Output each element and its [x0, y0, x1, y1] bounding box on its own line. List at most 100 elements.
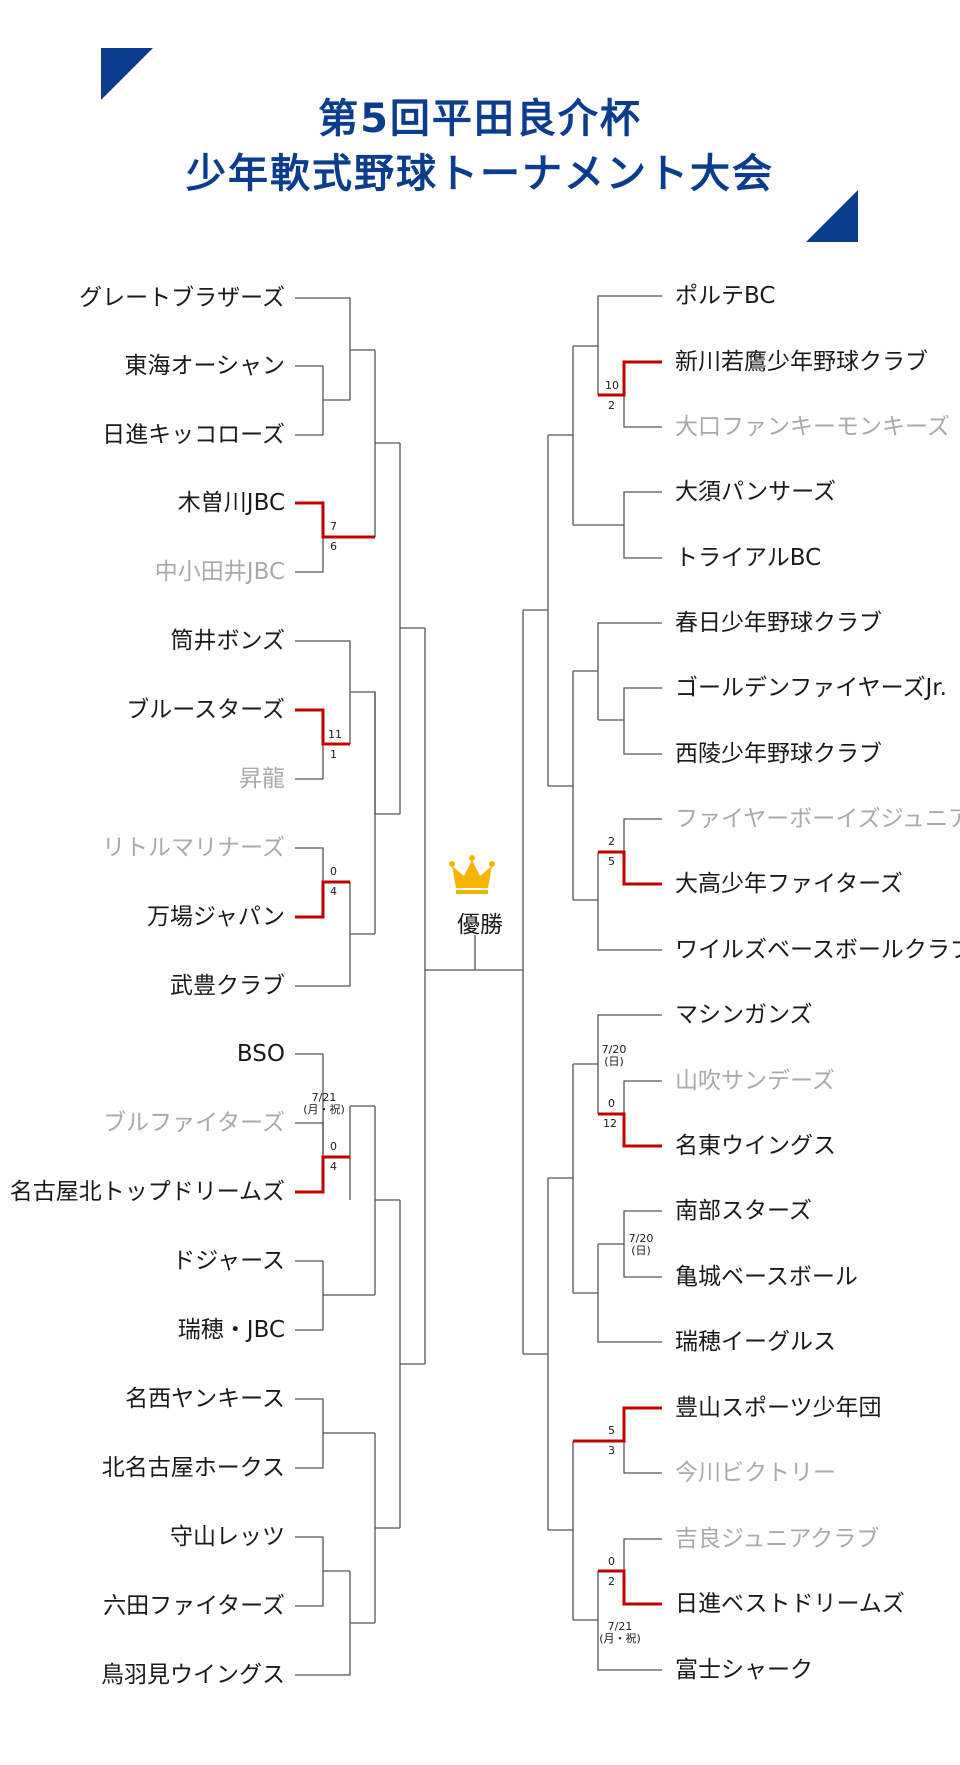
winner-line: [598, 360, 662, 397]
bracket-line: [597, 1244, 662, 1343]
score-label: 2: [608, 1575, 615, 1588]
bracket-line: [623, 395, 662, 428]
bracket-line: [623, 818, 662, 852]
corner-triangle-bottom-right: [806, 190, 858, 242]
team-name: 万場ジャパン: [147, 904, 285, 930]
bracket-line: [597, 622, 662, 720]
team-name: 名西ヤンキース: [125, 1386, 285, 1412]
score-label: 7: [330, 520, 337, 533]
team-name: ゴールデンファイヤーズJr.: [675, 675, 947, 701]
bracket-line: [295, 365, 324, 436]
team-name: 日進ベストドリームズ: [675, 1591, 905, 1617]
team-name: 山吹サンデーズ: [675, 1068, 835, 1094]
team-name: ワイルズベースボールクラブ: [675, 937, 960, 963]
bracket-line: [295, 744, 324, 780]
bracket-line: [597, 852, 662, 951]
team-name: 今川ビクトリー: [675, 1460, 836, 1486]
bracket-line: [295, 882, 351, 987]
match-date: 7/21: [607, 1620, 633, 1633]
match-date-day: (月・祝): [599, 1632, 641, 1645]
team-name: 名東ウイングス: [675, 1133, 836, 1159]
team-name: 新川若鷹少年野球クラブ: [675, 349, 928, 375]
winner-line: [598, 1569, 662, 1606]
score-label: 6: [330, 540, 337, 553]
team-name: 武豊クラブ: [170, 973, 285, 999]
team-name: ポルテBC: [675, 283, 776, 309]
bracket-line: [295, 640, 351, 692]
score-label: 0: [608, 1097, 615, 1110]
team-name: ブルースターズ: [126, 697, 285, 723]
bracket-line: [295, 847, 324, 882]
bracket-line: [597, 1571, 662, 1671]
winner-line: [598, 1112, 662, 1148]
score-label: 5: [608, 1424, 615, 1437]
team-name: 春日少年野球クラブ: [675, 610, 882, 636]
crown-icon: [449, 855, 495, 894]
team-name: 西陵少年野球クラブ: [675, 741, 882, 767]
corner-triangle-top-left: [101, 48, 153, 100]
bracket-line: [295, 1571, 351, 1676]
bracket-line: [597, 295, 662, 362]
bracket-line: [623, 1080, 662, 1114]
page-title-line1: 第5回平田良介杯: [318, 96, 642, 142]
champion-label: 優勝: [457, 912, 503, 938]
score-label: 0: [608, 1555, 615, 1568]
team-name: マシンガンズ: [675, 1002, 813, 1028]
bracket-line: [295, 297, 351, 400]
team-name: 名古屋北トップドリームズ: [9, 1179, 285, 1205]
match-date: 7/20: [628, 1232, 654, 1245]
score-label: 1: [330, 748, 337, 761]
team-name: 東海オーシャン: [124, 353, 285, 379]
team-name: 亀城ベースボール: [675, 1264, 858, 1290]
bracket-line: [597, 1014, 662, 1114]
team-name: BSO: [236, 1041, 285, 1067]
team-name: 瑞穂・JBC: [177, 1317, 285, 1343]
bracket-line: [623, 720, 662, 755]
team-name: 大口ファンキーモンキーズ: [675, 414, 950, 440]
score-label: 5: [608, 855, 615, 868]
winner-line: [598, 850, 662, 886]
team-name: 北名古屋ホークス: [101, 1455, 285, 1481]
score-label: 2: [608, 835, 615, 848]
bracket-line: [295, 1398, 324, 1469]
score-label: 0: [330, 1140, 337, 1153]
team-name: 富士シャーク: [675, 1657, 813, 1683]
team-name: 六田ファイターズ: [103, 1593, 285, 1619]
bracket-line: [598, 687, 662, 721]
bracket-line: [295, 1122, 324, 1157]
bracket-line: [623, 1441, 662, 1474]
page-title-line2: 少年軟式野球トーナメント大会: [186, 151, 774, 197]
team-name: リトルマリナーズ: [102, 835, 285, 861]
winner-line: [573, 1406, 662, 1443]
score-label: 0: [330, 865, 337, 878]
team-name: 豊山スポーツ少年団: [675, 1395, 882, 1421]
match-date: 7/20: [601, 1043, 627, 1056]
score-label: 2: [608, 399, 615, 412]
team-name: 南部スターズ: [675, 1198, 812, 1224]
match-date-day: (日): [604, 1055, 624, 1068]
score-label: 11: [328, 728, 342, 741]
team-name: 鳥羽見ウイングス: [101, 1662, 285, 1688]
team-name: 吉良ジュニアクラブ: [675, 1526, 880, 1552]
team-name: トライアルBC: [675, 545, 822, 571]
team-name: 大須パンサーズ: [675, 479, 836, 505]
team-name: 中小田井JBC: [154, 559, 285, 585]
winner-line: [295, 1155, 350, 1194]
team-name: 瑞穂イーグルス: [675, 1329, 836, 1355]
score-label: 10: [605, 379, 619, 392]
team-name: ブルファイターズ: [103, 1110, 285, 1136]
bracket-line: [350, 691, 376, 814]
winner-line: [295, 501, 375, 539]
bracket-line: [623, 1538, 662, 1571]
team-name: 昇龍: [239, 766, 285, 792]
team-name: 筒井ボンズ: [170, 628, 285, 654]
team-name: 木曽川JBC: [177, 490, 285, 516]
match-date: 7/21: [311, 1091, 337, 1104]
match-date-day: (月・祝): [303, 1103, 345, 1116]
winner-line: [295, 880, 350, 919]
match-date-day: (日): [631, 1244, 651, 1257]
team-name: 日進キッコローズ: [102, 422, 285, 448]
winner-line: [295, 708, 350, 746]
score-label: 4: [330, 885, 337, 898]
